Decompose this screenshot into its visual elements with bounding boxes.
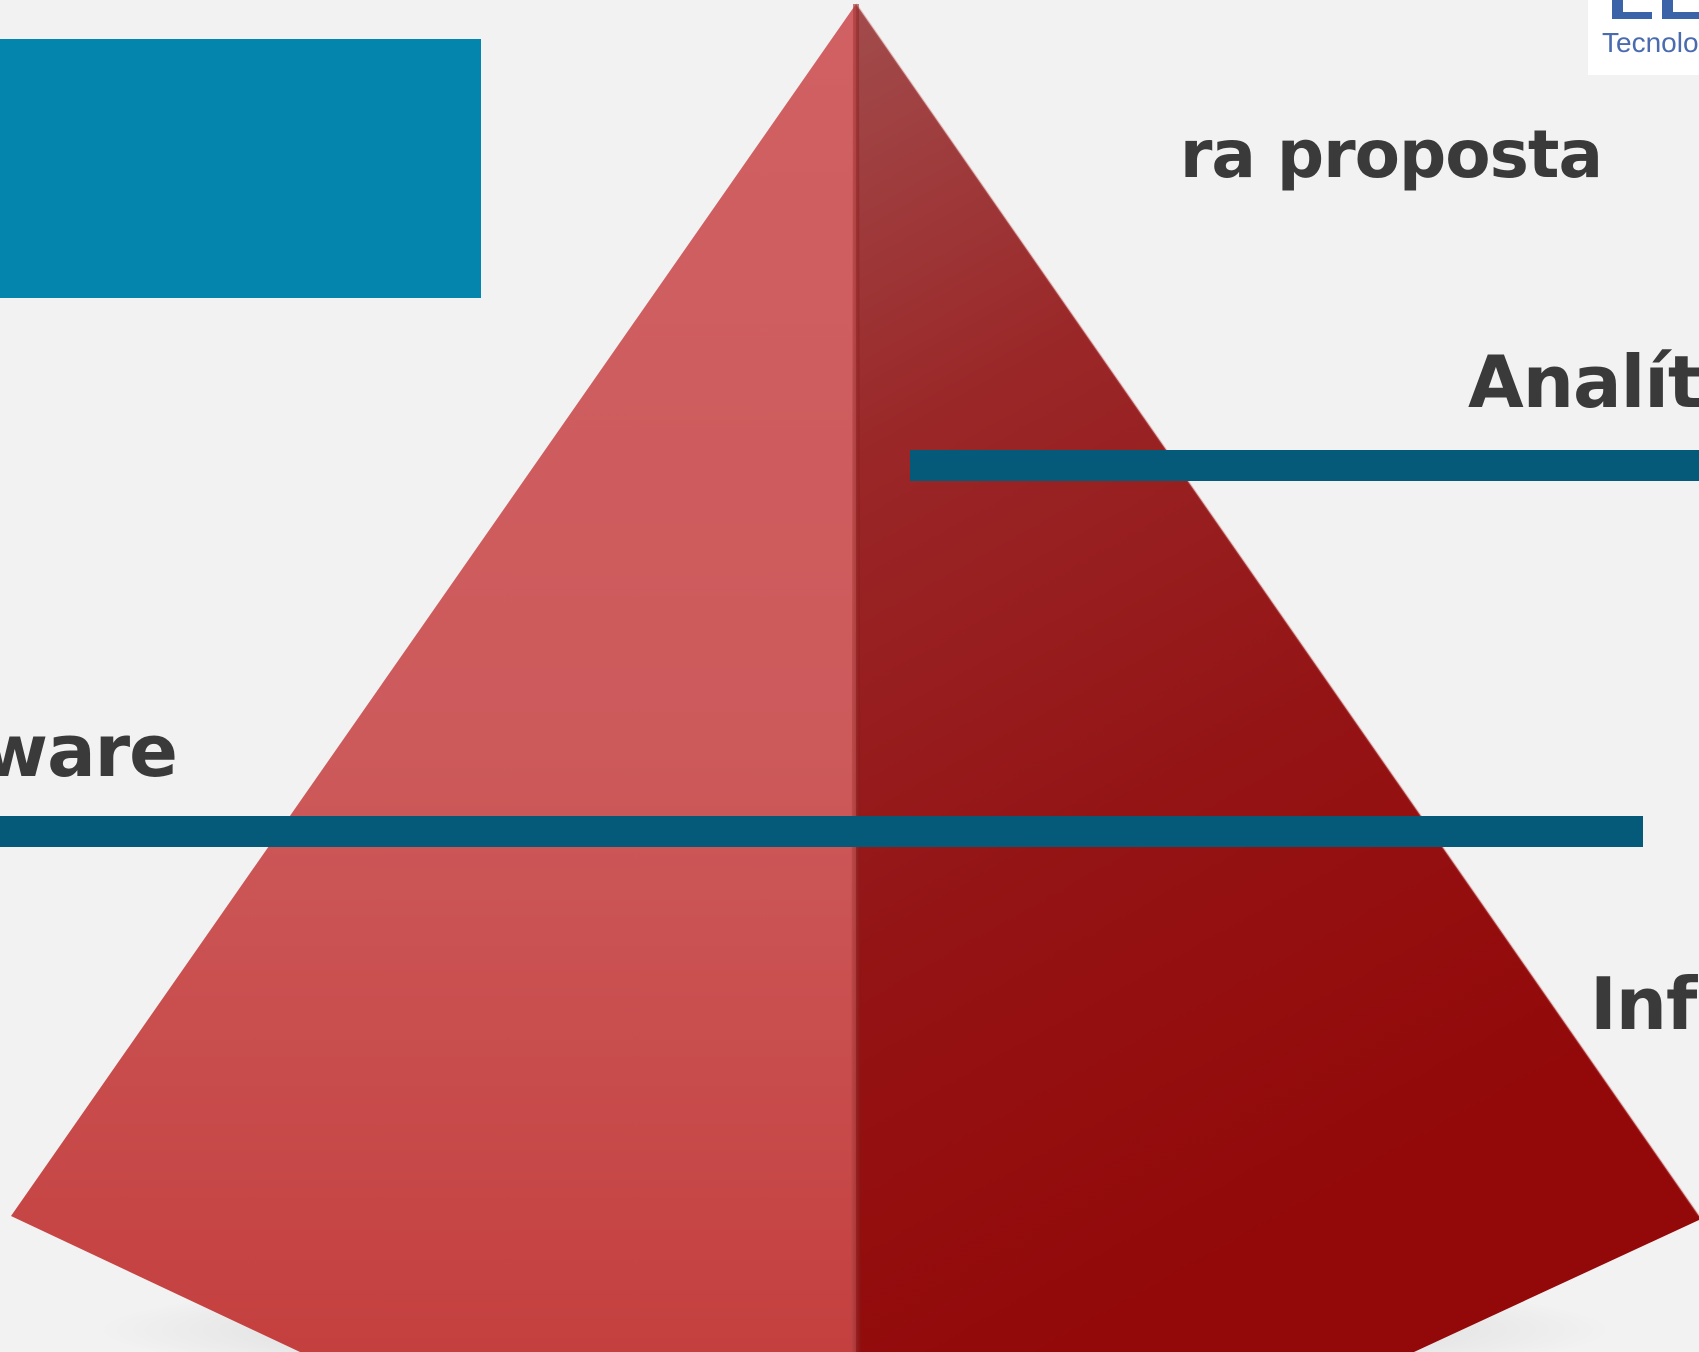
slide-title: ra proposta	[1179, 116, 1603, 193]
layer-label-software: ware	[0, 709, 178, 793]
pyramid-ridge	[851, 4, 861, 1352]
logo-mark	[1612, 0, 1699, 19]
layer-label-analitica: Analíti	[1468, 340, 1699, 424]
divider-middle	[0, 816, 1643, 847]
title-box	[0, 39, 481, 298]
divider-upper	[910, 450, 1699, 481]
pyramid-left-face	[11, 4, 856, 1352]
pyramid-right-edge-highlight	[855, 3, 1699, 1217]
layer-label-infra: Infr	[1590, 962, 1699, 1046]
company-logo: Tecnolo	[1588, 0, 1699, 75]
pyramid-right-face	[856, 4, 1699, 1352]
logo-subtitle: Tecnolo	[1602, 27, 1699, 58]
